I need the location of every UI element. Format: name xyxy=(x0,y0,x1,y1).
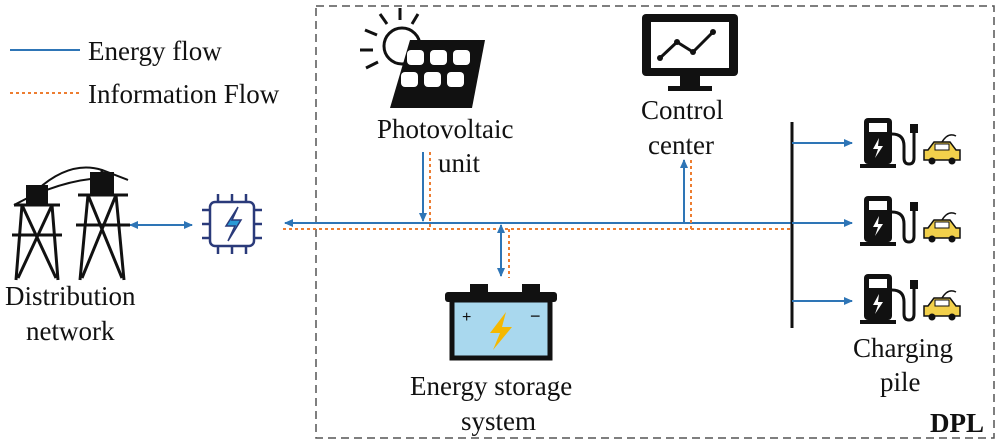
electric-car-icon xyxy=(923,290,961,321)
charging-pile-icon xyxy=(860,196,918,246)
photovoltaic-label-2: unit xyxy=(438,148,481,178)
charging-pile-label-1: Charging xyxy=(853,333,953,363)
control-monitor-icon xyxy=(642,14,738,91)
control-center-label-2: center xyxy=(648,130,714,160)
transmission-tower-icon xyxy=(12,166,130,281)
legend-energy-label: Energy flow xyxy=(88,36,222,66)
electric-car-icon xyxy=(923,212,961,243)
photovoltaic-panel-icon xyxy=(360,8,485,108)
svg-text:−: − xyxy=(530,306,541,326)
control-center-label-1: Control xyxy=(641,95,724,125)
energy-storage-label-2: system xyxy=(461,406,536,436)
energy-storage-label-1: Energy storage xyxy=(410,371,572,401)
charging-pile-label-2: pile xyxy=(880,367,921,397)
distribution-network-label-2: network xyxy=(26,316,115,346)
svg-text:+: + xyxy=(462,309,471,326)
electric-car-icon xyxy=(923,134,961,165)
distribution-network-label-1: Distribution xyxy=(5,281,136,311)
legend: Energy flow Information Flow xyxy=(10,36,280,109)
charging-pile-icon xyxy=(860,274,918,324)
charging-pile-icon xyxy=(860,118,918,168)
photovoltaic-label-1: Photovoltaic xyxy=(377,114,514,144)
battery-icon: + − xyxy=(445,284,557,361)
dpl-label: DPL xyxy=(930,408,984,438)
legend-info-label: Information Flow xyxy=(88,79,280,109)
converter-chip-icon xyxy=(202,194,262,254)
